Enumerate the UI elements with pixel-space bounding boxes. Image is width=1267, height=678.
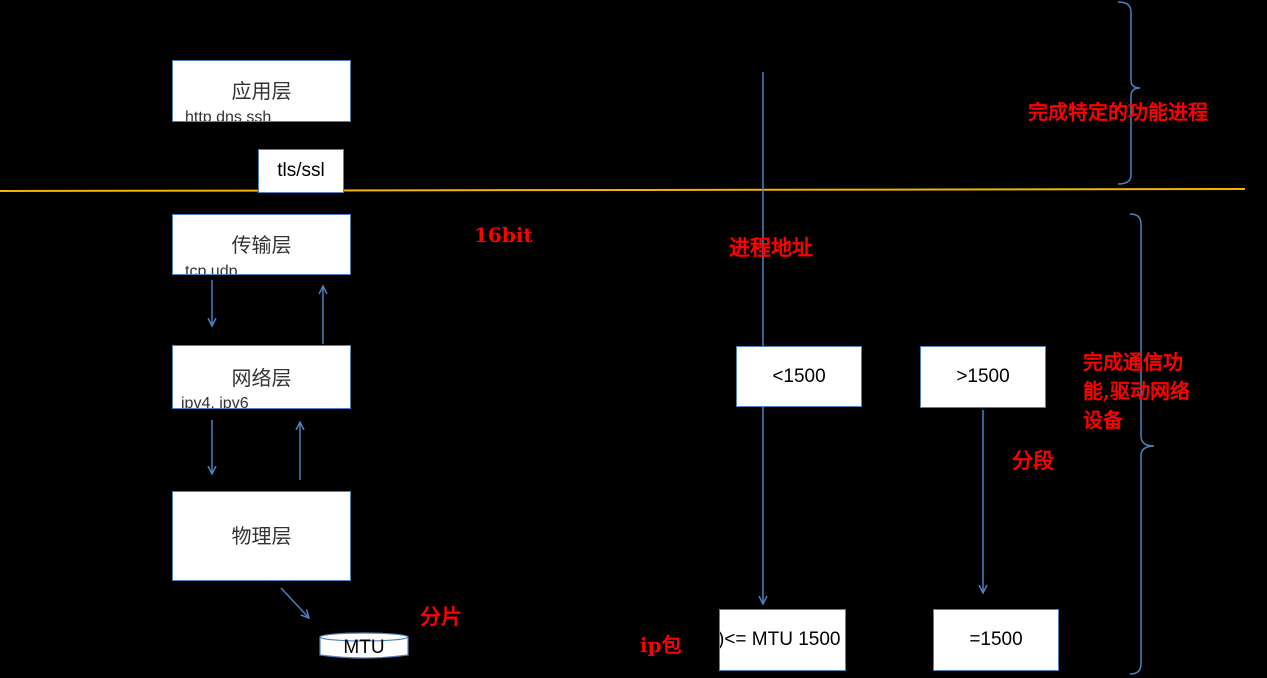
lt1500-box: <1500 <box>736 346 862 407</box>
eq1500-label: =1500 <box>969 629 1023 650</box>
transport-layer-protocols: tcp udp <box>185 263 238 275</box>
application-layer-label: 应用层 <box>231 79 292 103</box>
top-brace-note: 完成特定的功能进程 <box>1028 100 1208 124</box>
bottom-brace-note-line1: 完成通信功 <box>1083 350 1183 374</box>
mtu-cylinder: MTU <box>319 632 409 660</box>
transport-layer-box: 传输层 tcp udp <box>172 214 351 275</box>
bottom-brace-note-line2: 能,驱动网络 <box>1083 379 1190 403</box>
gt1500-label: >1500 <box>956 366 1010 387</box>
bottom-brace-note: 完成通信功 能,驱动网络 设备 <box>1083 348 1190 435</box>
bottom-brace-note-line3: 设备 <box>1083 408 1123 432</box>
top-brace <box>1117 1 1141 185</box>
network-layer-label: 网络层 <box>231 366 292 390</box>
mtu-label: MTU <box>343 637 385 658</box>
bottom-brace <box>1129 213 1155 675</box>
tls-ssl-box: tls/ssl <box>258 149 344 193</box>
tls-ssl-label: tls/ssl <box>277 160 325 181</box>
mtu-cylinder-shape <box>319 632 409 659</box>
application-layer-box: 应用层 http dns ssh <box>172 60 351 122</box>
arrow-physical-to-mtu <box>280 587 309 618</box>
process-address-annotation: 进程地址 <box>729 235 813 260</box>
segment-annotation: 分段 <box>1012 448 1054 473</box>
physical-layer-box: 物理层 <box>172 491 351 581</box>
eq1500-box: =1500 <box>933 609 1059 671</box>
physical-layer-label: 物理层 <box>231 524 292 548</box>
le-mtu-label: )<= MTU 1500 <box>719 629 841 650</box>
network-layer-protocols: ipv4, ipv6 <box>181 395 249 409</box>
layer-divider-line <box>0 188 1246 192</box>
le-mtu-box: )<= MTU 1500 <box>719 609 846 671</box>
gt1500-box: >1500 <box>920 346 1046 408</box>
application-layer-protocols: http dns ssh <box>185 109 272 122</box>
lt1500-label: <1500 <box>772 365 826 387</box>
network-layer-box: 网络层 ipv4, ipv6 <box>172 345 351 409</box>
fragment-annotation: 分片 <box>420 604 462 629</box>
bits-annotation: 16bit <box>474 223 533 247</box>
ip-packet-annotation: ip包 <box>640 633 682 657</box>
transport-layer-label: 传输层 <box>231 233 292 257</box>
